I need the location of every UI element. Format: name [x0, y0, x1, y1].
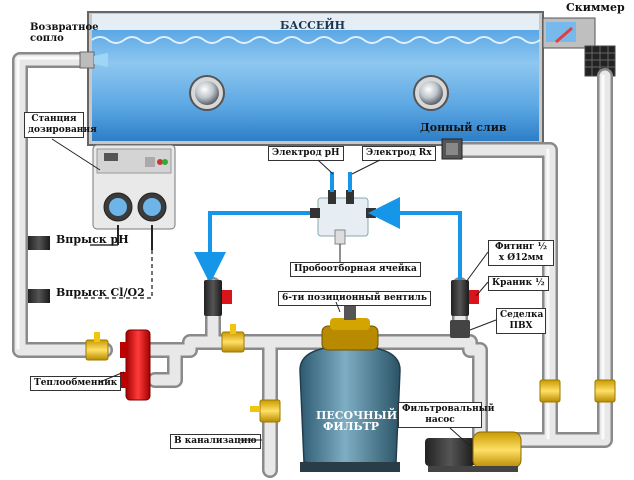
sample-valve-right: [450, 280, 479, 338]
sample-cell: [310, 172, 376, 245]
filter-pump: [425, 431, 522, 472]
pool-light-left: [189, 75, 225, 111]
dosing-line-cl: [78, 250, 153, 299]
ball-valve-sewer: [250, 399, 281, 423]
fitting-label: Фитинг ½ х Ø12мм: [488, 240, 554, 266]
pool-light-right: [413, 75, 449, 111]
ball-valve-top: [221, 324, 245, 353]
electrode-ph-label: Электрод рН: [268, 146, 344, 161]
pool-title: БАССЕЙН: [280, 19, 346, 32]
bottom-drain-label: Донный слив: [420, 121, 507, 134]
heat-exchanger: [120, 329, 151, 401]
dosing-station: [92, 144, 176, 250]
sample-valve-left: [204, 280, 232, 316]
sand-filter-label: ПЕСОЧНЫЙ ФИЛЬТР: [316, 409, 398, 433]
valve-half-label: Краник ½: [488, 276, 549, 291]
electrode-rx-label: Электрод Rx: [362, 146, 436, 161]
bottom-drain: [441, 138, 463, 160]
ball-valve-return: [85, 332, 109, 361]
six-way-valve-label: 6-ти позиционный вентиль: [278, 291, 431, 306]
sand-filter: [299, 298, 401, 472]
sample-cell-label: Пробоотборная ячейка: [290, 262, 421, 277]
return-nozzle: [79, 51, 108, 69]
to-sewer-label: В канализацию: [170, 434, 261, 449]
injection-cl-fitting: [28, 289, 50, 303]
injection-ph-label: Впрыск рН: [56, 233, 129, 246]
ball-valve-drain: [539, 379, 561, 403]
injection-cl-label: Впрыск Cl/O2: [56, 286, 145, 299]
dosing-station-label: Станция дозирования: [24, 112, 97, 138]
return-nozzle-label: Возвратное сопло: [30, 22, 99, 44]
filter-pump-label: Фильтровальный насос: [398, 402, 494, 428]
injection-ph-fitting: [28, 236, 50, 250]
ball-valve-skimmer: [594, 379, 616, 403]
pool: [87, 11, 544, 146]
skimmer-label: Скиммер: [566, 1, 625, 14]
pvc-saddle-label: Седелка ПВХ: [496, 308, 546, 334]
skimmer: [542, 17, 616, 77]
sample-flow-arrows: [194, 197, 462, 284]
heat-exchanger-label: Теплообменник: [30, 376, 122, 391]
